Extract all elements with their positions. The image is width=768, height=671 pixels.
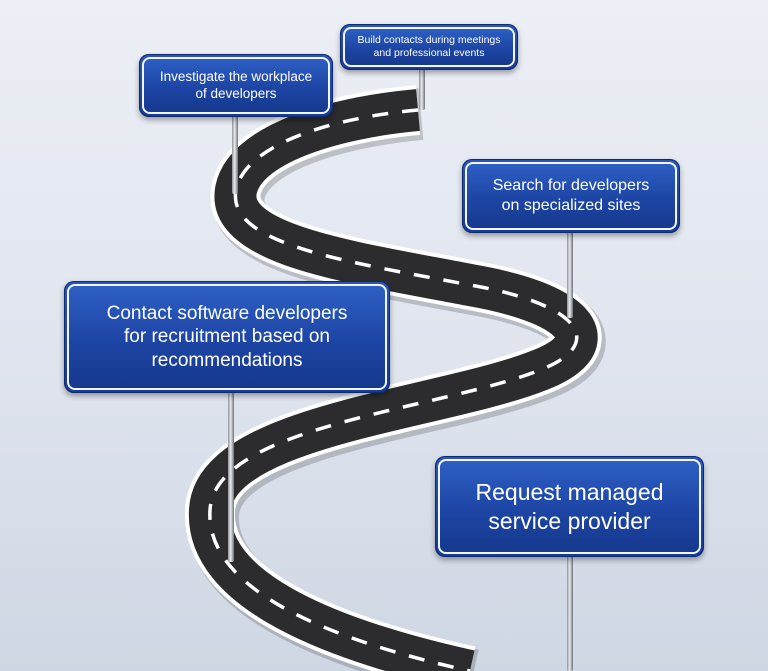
sign-label-build-contacts: Build contacts during meetings and profe… xyxy=(357,34,501,59)
sign-pole-investigate xyxy=(232,112,238,194)
sign-label-contact: Contact software developers for recruitm… xyxy=(106,303,348,371)
sign-label-search: Search for developers on specialized sit… xyxy=(492,177,650,214)
sign-label-request: Request managed service provider xyxy=(475,479,664,534)
sign-build-contacts: Build contacts during meetings and profe… xyxy=(340,24,518,70)
sign-pole-build-contacts xyxy=(419,66,425,110)
sign-label-investigate: Investigate the workplace of developers xyxy=(159,69,313,101)
sign-contact-developers: Contact software developers for recruitm… xyxy=(64,281,390,393)
sign-investigate-workplace: Investigate the workplace of developers xyxy=(139,54,333,117)
sign-pole-request xyxy=(567,552,573,671)
sign-pole-contact xyxy=(228,390,234,562)
sign-pole-search xyxy=(567,230,573,318)
sign-search-specialized-sites: Search for developers on specialized sit… xyxy=(462,159,680,233)
sign-request-managed-service: Request managed service provider xyxy=(435,456,704,557)
